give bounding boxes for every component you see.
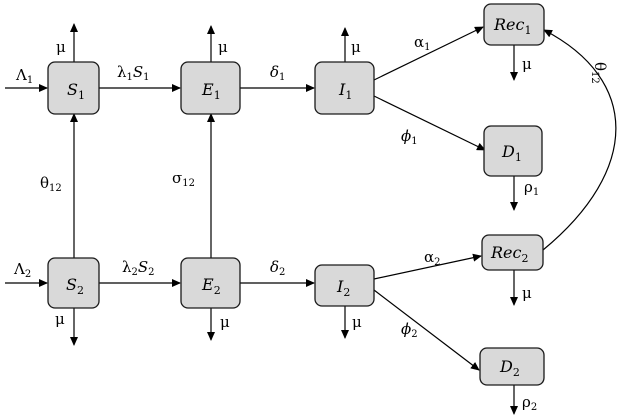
edges xyxy=(5,23,617,415)
label-theta-rec: θ12 xyxy=(589,62,609,84)
label-infection-2: λ2S2 xyxy=(122,258,155,278)
node-e1-label: E1 xyxy=(201,80,221,102)
label-phi-2: ϕ2 xyxy=(401,320,418,340)
node-s2: S2 xyxy=(47,257,100,309)
label-theta-s: θ12 xyxy=(40,174,62,194)
label-rho-2: ρ2 xyxy=(522,393,537,413)
edge-labels: Λ1 Λ2 λ1S1 λ2S2 δ1 δ2 α1 α2 ϕ1 ϕ2 θ12 σ1… xyxy=(13,33,609,413)
label-mu-i1: μ xyxy=(351,38,361,56)
label-mu-e1: μ xyxy=(218,38,228,56)
node-i1-label: I1 xyxy=(338,80,352,102)
label-lambda-cap-1: Λ1 xyxy=(15,66,33,86)
arrow-i1-rec1 xyxy=(373,26,484,81)
node-e1: E1 xyxy=(180,61,241,115)
label-phi-1: ϕ1 xyxy=(401,127,418,147)
arrow-i2-d2 xyxy=(373,289,480,371)
label-mu-i2: μ xyxy=(352,313,362,331)
label-delta-2: δ2 xyxy=(270,258,285,278)
node-d1-label: D1 xyxy=(501,142,522,164)
label-lambda-cap-2: Λ2 xyxy=(13,260,31,280)
node-e2-label: E2 xyxy=(201,275,221,297)
node-rec2: Rec2 xyxy=(481,234,544,271)
label-mu-s1: μ xyxy=(56,38,66,56)
node-rec1: Rec1 xyxy=(483,3,545,46)
node-i2-label: I2 xyxy=(336,277,350,299)
node-s1-label: S1 xyxy=(67,80,85,102)
label-mu-e2: μ xyxy=(220,313,230,331)
label-infection-1: λ1S1 xyxy=(117,63,150,83)
node-d2: D2 xyxy=(479,347,545,386)
arrow-i1-d1 xyxy=(373,95,486,151)
label-alpha-1: α1 xyxy=(414,33,431,53)
node-s2-label: S2 xyxy=(66,275,84,297)
label-rho-1: ρ1 xyxy=(524,178,539,198)
node-i2: I2 xyxy=(314,264,375,307)
nodes: S1 E1 I1 Rec1 D1 S2 E2 I2 xyxy=(47,3,545,386)
arrow-rec2-rec1 xyxy=(542,29,617,251)
label-alpha-2: α2 xyxy=(424,248,441,268)
node-d1: D1 xyxy=(483,125,543,177)
label-sigma: σ12 xyxy=(172,169,195,189)
node-s1: S1 xyxy=(47,61,100,115)
node-d2-label: D2 xyxy=(499,357,520,379)
node-rec2-label: Rec2 xyxy=(490,243,528,265)
node-i1: I1 xyxy=(314,61,375,115)
label-mu-s2: μ xyxy=(55,310,65,328)
arrow-i2-rec2 xyxy=(373,253,482,280)
label-mu-rec1: μ xyxy=(522,55,532,73)
label-delta-1: δ1 xyxy=(270,63,285,83)
label-mu-rec2: μ xyxy=(522,284,532,302)
node-e2: E2 xyxy=(180,257,241,309)
node-rec1-label: Rec1 xyxy=(493,15,531,37)
